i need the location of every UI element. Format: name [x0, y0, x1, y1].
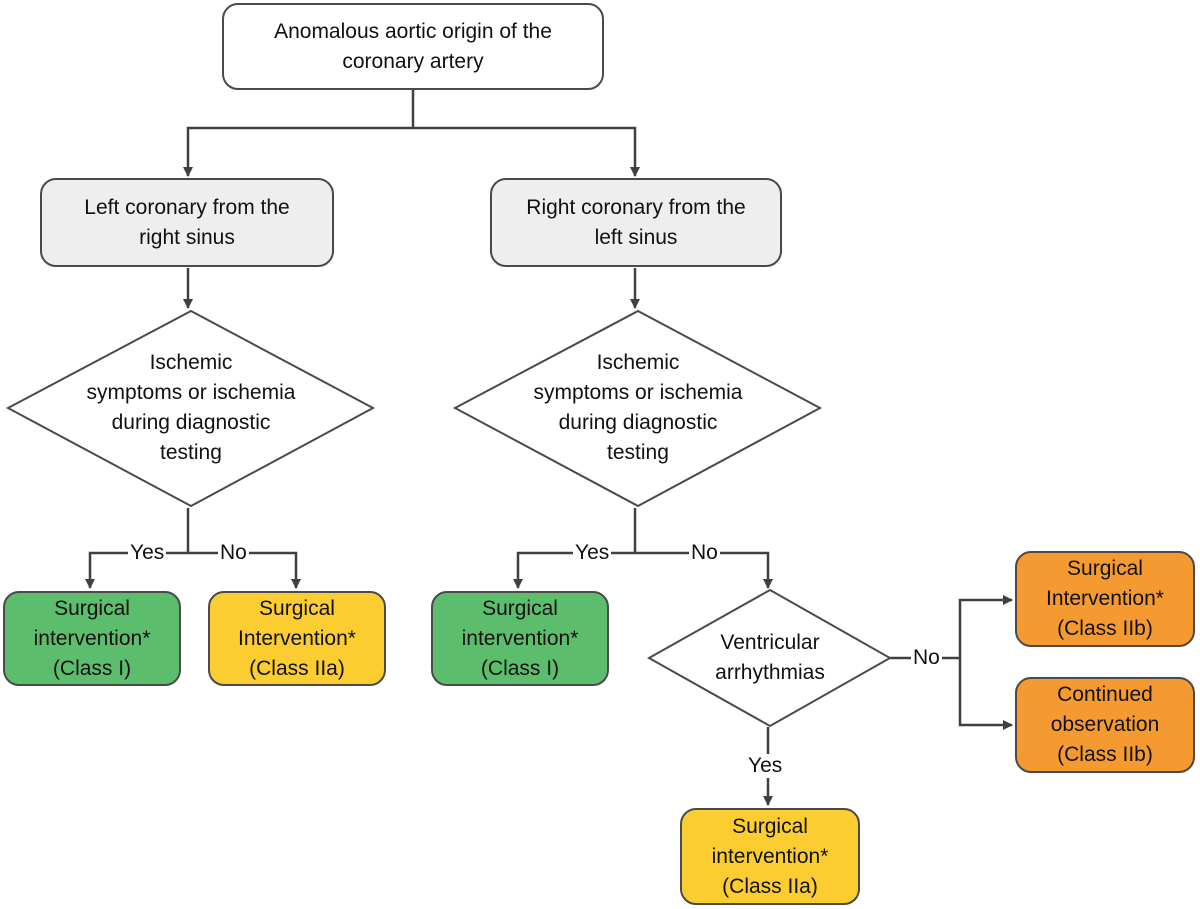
edge-right-no	[635, 551, 773, 589]
arrhythmia-yes-outcome: Surgical intervention* (Class IIa)	[680, 808, 860, 905]
edge-label-right-no: No	[689, 541, 720, 565]
edge-arrhythmia-no-1	[958, 595, 1013, 658]
left-yes-outcome: Surgical intervention* (Class I)	[3, 591, 181, 686]
edge-label-arrhythmia-yes: Yes	[746, 754, 785, 778]
left-coronary-node: Left coronary from the right sinus	[40, 178, 334, 267]
right-decision-diamond	[452, 309, 823, 508]
edge-label-arrhythmia-no: No	[911, 646, 942, 670]
arrhythmia-decision-diamond	[646, 588, 893, 728]
arrhythmia-no-outcome-surgical: Surgical Intervention* (Class IIb)	[1015, 551, 1195, 647]
edge-root-to-left	[183, 126, 413, 177]
edge-label-left-yes: Yes	[128, 541, 167, 565]
left-decision-diamond	[5, 309, 376, 508]
left-no-outcome: Surgical Intervention* (Class IIa)	[208, 591, 386, 686]
right-yes-outcome: Surgical intervention* (Class I)	[431, 591, 609, 686]
arrhythmia-no-outcome-observation: Continued observation (Class IIb)	[1015, 677, 1195, 773]
root-node: Anomalous aortic origin of the coronary …	[222, 3, 604, 90]
edge-root-to-right	[413, 126, 640, 177]
edge-label-right-yes: Yes	[573, 541, 612, 565]
right-coronary-node: Right coronary from the left sinus	[490, 178, 782, 267]
edge-label-left-no: No	[218, 541, 249, 565]
edge-arrhythmia-no-2	[958, 658, 1013, 730]
